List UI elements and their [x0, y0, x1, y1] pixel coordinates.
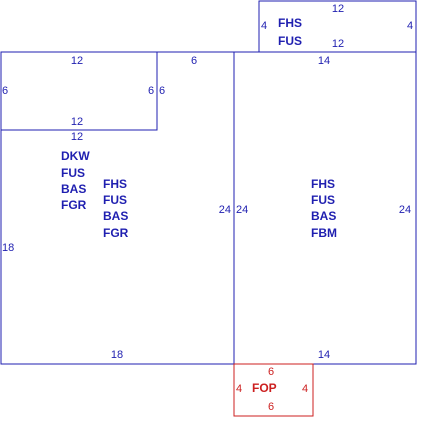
top-right-dim-right: 4 [407, 20, 413, 32]
porch-outline [233, 363, 314, 417]
upper-left-dim-left: 6 [2, 85, 8, 97]
main-left-dim-top: 6 [191, 55, 197, 67]
porch-dim-bottom: 6 [268, 401, 274, 413]
main-left-dim-upper-side: 6 [159, 85, 165, 97]
main-right-dim-left: 24 [236, 204, 248, 216]
upper-left-area-outline [1, 52, 158, 131]
main-building-outline [0, 51, 417, 365]
main-right-dim-right: 24 [399, 204, 411, 216]
porch-dim-top: 6 [268, 366, 274, 378]
top-right-dim-left: 4 [261, 20, 267, 32]
porch-dim-right: 4 [302, 383, 308, 395]
main-left-code-b-1: FHS [103, 177, 127, 191]
top-right-code-1: FHS [278, 16, 302, 30]
upper-left-dim-right: 6 [148, 85, 154, 97]
main-right-dim-top: 14 [318, 55, 330, 67]
main-left-dim-right: 24 [219, 204, 231, 216]
upper-left-dim-top: 12 [71, 55, 83, 67]
main-left-dim-bottom: 18 [111, 349, 123, 361]
main-left-code-a-3: BAS [61, 182, 86, 196]
top-right-code-2: FUS [278, 34, 302, 48]
main-right-code-3: BAS [311, 209, 336, 223]
main-left-dim-top-lower: 12 [71, 131, 83, 143]
main-left-code-a-2: FUS [61, 166, 85, 180]
main-right-dim-bottom: 14 [318, 349, 330, 361]
main-left-code-b-3: BAS [103, 209, 128, 223]
main-right-code-2: FUS [311, 193, 335, 207]
upper-left-dim-bottom: 12 [71, 116, 83, 128]
porch-dim-left: 4 [236, 383, 242, 395]
main-left-code-b-2: FUS [103, 193, 127, 207]
main-left-code-a-1: DKW [61, 149, 90, 163]
main-left-code-a-4: FGR [61, 198, 87, 212]
main-right-code-4: FBM [311, 226, 337, 240]
top-right-dim-top: 12 [332, 3, 344, 15]
main-right-code-1: FHS [311, 177, 335, 191]
top-right-dim-bottom: 12 [332, 38, 344, 50]
main-left-dim-left: 18 [2, 242, 14, 254]
main-left-code-b-4: FGR [103, 226, 129, 240]
porch-code: FOP [252, 381, 277, 395]
